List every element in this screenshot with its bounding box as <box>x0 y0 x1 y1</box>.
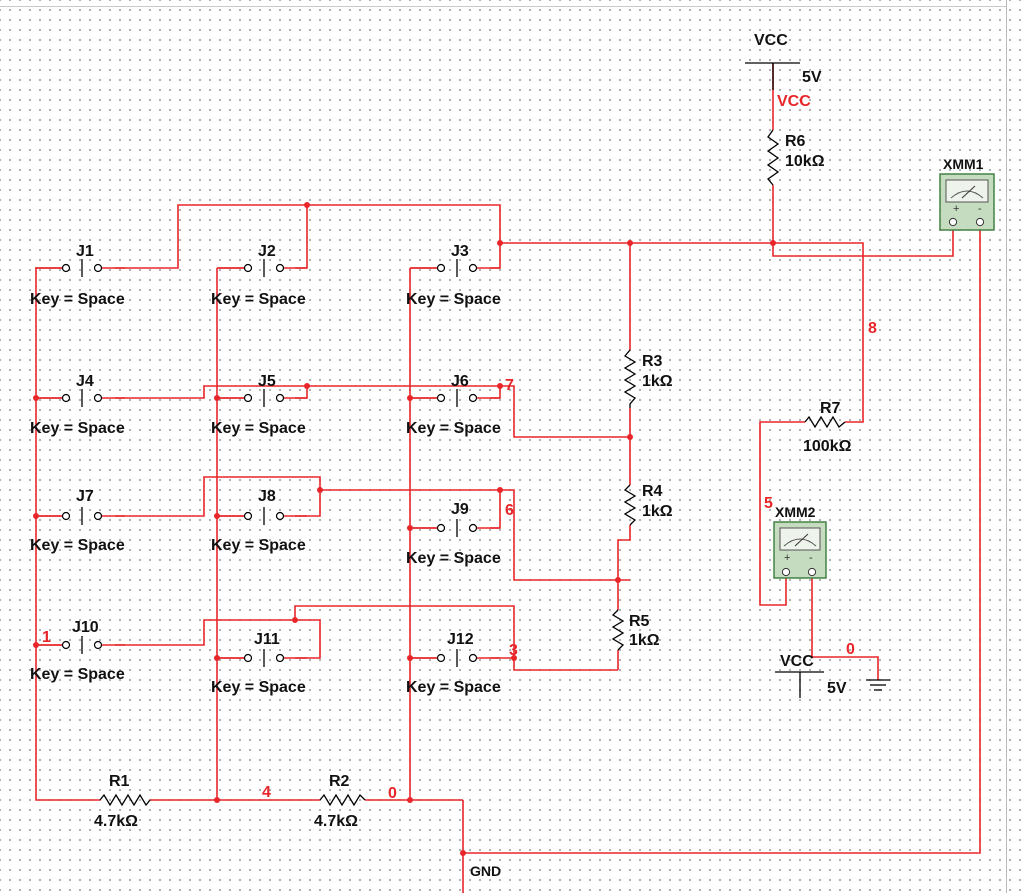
vcc-top-name: VCC <box>754 32 788 49</box>
xmm2-minus-terminal <box>807 567 817 577</box>
net-label-0-gnd: 0 <box>388 785 397 802</box>
net-label-1: 1 <box>42 629 51 646</box>
net-label-5: 5 <box>764 495 773 512</box>
switch-j10-key: Key = Space <box>30 666 125 683</box>
resistor-r6-value: 10kΩ <box>785 153 825 170</box>
switch-j4-name: J4 <box>76 373 94 390</box>
switch-j7-key: Key = Space <box>30 537 125 554</box>
net-label-6: 6 <box>505 502 514 519</box>
switch-j8-name: J8 <box>258 488 276 505</box>
switch-j3-name: J3 <box>451 243 469 260</box>
net-label-3: 3 <box>509 642 518 659</box>
xmm1-minus-label: - <box>978 203 982 215</box>
canvas-top-border <box>0 6 1006 7</box>
switch-j10-name: J10 <box>72 619 99 636</box>
resistor-r7-value: 100kΩ <box>803 438 852 455</box>
source-labels: VCC 5V VCC VCC 5V XMM1 XMM2 GND <box>470 32 984 879</box>
switch-j1-key: Key = Space <box>30 291 125 308</box>
switch-j7-name: J7 <box>76 488 94 505</box>
canvas-scrollbar-edge <box>1006 0 1007 893</box>
net-label-4: 4 <box>262 784 271 801</box>
switch-labels: J1 Key = Space J2 Key = Space J3 Key = S… <box>30 243 501 696</box>
wires <box>35 63 981 893</box>
switch-j6-key: Key = Space <box>406 420 501 437</box>
resistor-symbols <box>99 129 846 807</box>
resistor-r1-value: 4.7kΩ <box>94 813 138 830</box>
multimeter-xmm2[interactable]: + - <box>773 521 827 579</box>
net-label-0-meter: 0 <box>846 641 855 658</box>
net-label-7: 7 <box>505 377 514 394</box>
resistor-r3-name: R3 <box>642 353 663 370</box>
xmm2-plus-label: + <box>784 552 790 564</box>
xmm2-plus-terminal <box>781 567 791 577</box>
vcc-top-voltage: 5V <box>802 69 822 86</box>
switch-j8-key: Key = Space <box>211 537 306 554</box>
switch-j9-key: Key = Space <box>406 550 501 567</box>
junction-dots <box>33 202 776 856</box>
xmm1-name: XMM1 <box>943 156 984 172</box>
resistor-r7-name: R7 <box>820 400 841 417</box>
vcc-top-symbol <box>745 62 800 90</box>
resistor-r2-value: 4.7kΩ <box>314 813 358 830</box>
vcc-bottom-symbol <box>775 671 824 698</box>
switch-j5-key: Key = Space <box>211 420 306 437</box>
vcc-net-label: VCC <box>777 93 811 110</box>
resistor-r3-value: 1kΩ <box>642 373 673 390</box>
resistor-r4-name: R4 <box>642 483 663 500</box>
switch-j12-key: Key = Space <box>406 679 501 696</box>
ground-symbol-icon <box>866 679 890 691</box>
xmm2-name: XMM2 <box>775 504 816 520</box>
switch-j11-key: Key = Space <box>211 679 306 696</box>
switch-j2-key: Key = Space <box>211 291 306 308</box>
gnd-label: GND <box>470 863 501 879</box>
vcc-bottom-voltage: 5V <box>827 680 847 697</box>
switch-j11-name: J11 <box>254 631 280 648</box>
resistor-r1-name: R1 <box>109 773 130 790</box>
xmm2-minus-label: - <box>809 552 813 564</box>
switch-j1-name: J1 <box>76 243 94 260</box>
switch-j12-name: J12 <box>447 631 474 648</box>
net-labels: 1 3 4 5 6 7 8 0 0 <box>42 320 877 802</box>
resistor-r5-value: 1kΩ <box>629 632 660 649</box>
xmm1-minus-terminal <box>975 217 985 227</box>
switch-j3-key: Key = Space <box>406 291 501 308</box>
resistor-r6-name: R6 <box>785 133 806 150</box>
xmm1-plus-terminal <box>948 217 958 227</box>
resistor-labels: R1 4.7kΩ R2 4.7kΩ R3 1kΩ R4 1kΩ R5 1kΩ R… <box>94 133 852 830</box>
xmm1-plus-label: + <box>953 203 959 215</box>
switch-j6-name: J6 <box>451 373 469 390</box>
resistor-r4-value: 1kΩ <box>642 503 673 520</box>
multimeter-xmm1[interactable]: + - <box>939 173 995 231</box>
resistor-r5-name: R5 <box>629 613 650 630</box>
net-label-8: 8 <box>868 320 877 337</box>
switch-j5-name: J5 <box>258 373 276 390</box>
switch-j4-key: Key = Space <box>30 420 125 437</box>
switch-j2-name: J2 <box>258 243 276 260</box>
resistor-r2-name: R2 <box>329 773 350 790</box>
vcc-bottom-name: VCC <box>780 653 814 670</box>
switch-j9-name: J9 <box>451 501 469 518</box>
